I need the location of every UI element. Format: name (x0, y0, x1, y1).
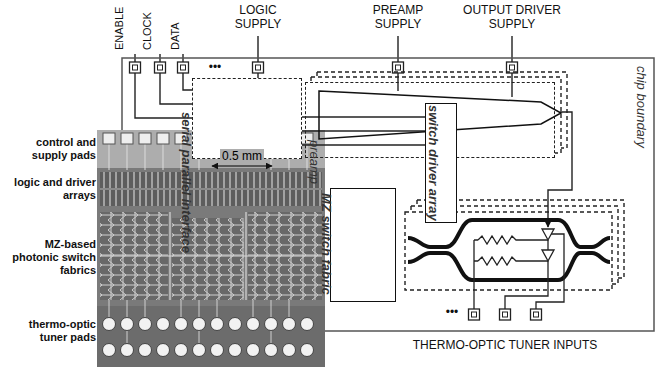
bus-line (302, 130, 425, 131)
node-text: switch driver array (425, 105, 441, 221)
photo-label: thermo-optic tuner pads (1, 318, 96, 344)
signal-wire (548, 112, 572, 227)
chip-photo (100, 188, 322, 190)
chip-photo (139, 318, 152, 331)
mz-interferometer (474, 240, 478, 309)
bond-pad (178, 62, 189, 73)
chip-photo (265, 318, 278, 331)
chip-photo (212, 165, 272, 166)
tuner-pad (500, 309, 511, 320)
photo-label: control and supply pads (1, 136, 96, 162)
chip-photo (139, 344, 152, 357)
mz-interferometer (478, 236, 548, 244)
chip-photo (193, 318, 206, 331)
bus-line (302, 116, 425, 117)
pin-name: CLOCK (141, 12, 154, 50)
driver-array-block: preampoutput driverswitch driver array (305, 82, 555, 158)
chip-photo (97, 306, 325, 367)
node-text: serial parallel interface (179, 112, 193, 184)
pin-name: ENABLE (113, 7, 126, 50)
driver-array-box: switch driver array (425, 103, 457, 223)
interface-box: serial parallel interface (192, 78, 302, 159)
chip-photo (103, 344, 116, 357)
chip-photo (229, 318, 242, 331)
chip-photo (121, 344, 134, 357)
chip-photo (121, 133, 133, 144)
bond-pad (155, 62, 166, 73)
signal-wire (135, 73, 192, 118)
supply-name: PREAMP SUPPLY (363, 3, 433, 31)
mz-interferometer (536, 234, 564, 309)
supply-name: OUTPUT DRIVER SUPPLY (457, 3, 567, 31)
chip-photo (157, 133, 169, 144)
tuner-pad (531, 309, 542, 320)
pin-name: DATA (169, 22, 182, 50)
mz-interferometer (474, 229, 564, 309)
chip-photo (301, 318, 314, 331)
chip-photo (247, 318, 260, 331)
mz-interferometer (408, 220, 610, 247)
chip-photo (175, 344, 188, 357)
chip-photo (247, 344, 260, 357)
bond-pad (130, 62, 141, 73)
chip-photo (103, 133, 115, 144)
chip-photo (103, 318, 116, 331)
chip-photo (139, 133, 151, 144)
photo-label: MZ-based photonic switch fabrics (1, 238, 96, 277)
chip-photo (100, 172, 322, 206)
chip-boundary: chip boundaryserial parallel interfacepr… (122, 58, 655, 332)
mz-interferometer (478, 257, 548, 265)
chip-photo (121, 318, 134, 331)
chip-photo (211, 344, 224, 357)
chip-photo (283, 344, 296, 357)
scale-bar-label: 0.5 mm (220, 149, 264, 163)
node-text: preamp (307, 140, 322, 184)
node-text: MZ switch fabric (318, 193, 334, 295)
chip-photo (157, 344, 170, 357)
fabric-label-box: MZ switch fabric (330, 188, 396, 301)
ellipsis: ••• (446, 305, 459, 319)
supply-name: LOGIC SUPPLY (228, 3, 288, 31)
tuner-pad (469, 309, 480, 320)
mz-interferometer (547, 240, 548, 250)
chip-photo (157, 318, 170, 331)
chip-photo (301, 344, 314, 357)
chip-photo (109, 300, 289, 343)
ellipsis: ••• (209, 60, 222, 74)
mz-interferometer (542, 229, 554, 240)
chip-outline (122, 58, 654, 331)
mz-interferometer (542, 250, 554, 261)
chip-photo (193, 344, 206, 357)
inputs-name: THERMO-OPTIC TUNER INPUTS (413, 338, 597, 352)
chip-photo (172, 218, 244, 300)
node-text: chip boundary (634, 66, 649, 148)
chip-photo (265, 344, 278, 357)
mz-interferometer (408, 220, 610, 309)
chip-photo (229, 344, 242, 357)
chip-photo (97, 130, 325, 367)
photo-label: logic and driver arrays (1, 176, 96, 202)
chip-photo (211, 318, 224, 331)
stacked-array-outline (405, 212, 612, 290)
chip-photo (283, 318, 296, 331)
chip-photo (100, 212, 322, 300)
mz-interferometer (408, 253, 610, 280)
chip-photo (175, 318, 188, 331)
chip-photo (97, 130, 325, 367)
bond-pad (253, 62, 264, 73)
tuner-pad (469, 309, 542, 320)
